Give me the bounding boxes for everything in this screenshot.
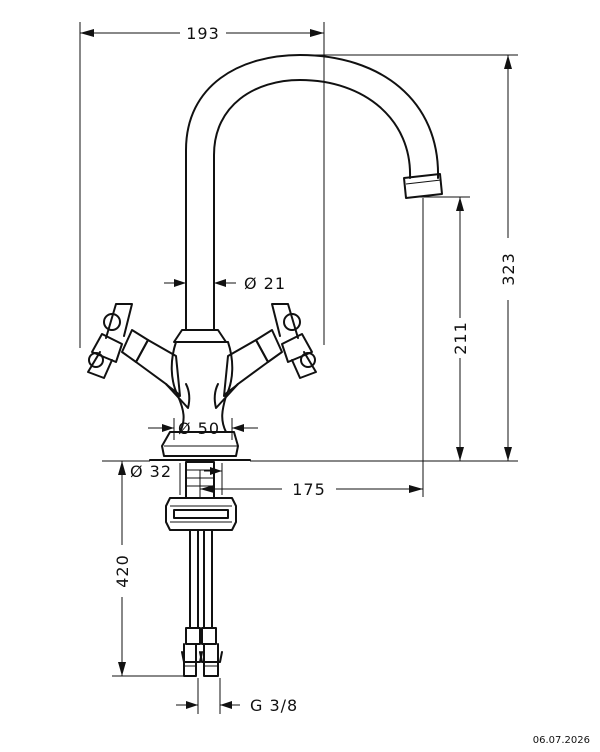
dim-spout-reach: 175 (292, 480, 326, 499)
dim-base-diameter: Ø 50 (178, 419, 220, 438)
dimension-lines (79, 22, 518, 714)
hose-left (189, 529, 199, 629)
right-cross-handle (281, 333, 313, 363)
faucet-outline (87, 54, 443, 677)
hose-right (203, 529, 213, 629)
spout-inner (213, 79, 412, 331)
drawing-date: 06.07.2026 (532, 735, 590, 746)
hose-nuts (181, 651, 223, 663)
dim-spout-height: 211 (451, 321, 470, 355)
mounting-nut (165, 497, 237, 531)
left-valve (135, 339, 181, 397)
dim-total-height: 323 (499, 252, 518, 286)
dim-width-top: 193 (186, 24, 220, 43)
dim-hose-length: 420 (113, 554, 132, 588)
right-valve (223, 339, 269, 397)
spout-outer (185, 54, 440, 331)
dim-connection-thread: G 3/8 (250, 696, 298, 715)
dim-hole-diameter: Ø 32 (130, 462, 172, 481)
base-ring (161, 431, 239, 457)
spout-aerator (403, 173, 443, 199)
body-collar (173, 329, 227, 343)
left-cross-handle (91, 333, 123, 363)
dim-spout-diameter: Ø 21 (244, 274, 286, 293)
